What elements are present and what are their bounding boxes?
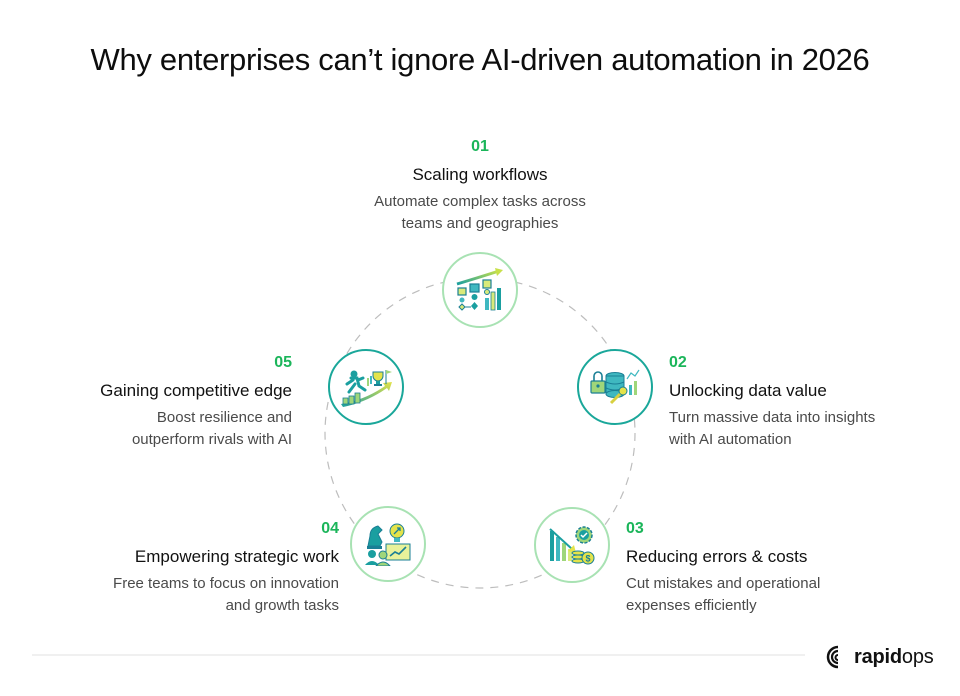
item-desc-line: with AI automation (669, 431, 792, 448)
item-desc-line: Automate complex tasks across (374, 193, 586, 210)
rapidops-swirl-icon (826, 645, 839, 669)
item-desc-line: outperform rivals with AI (131, 431, 292, 448)
node-03-costs: $ (534, 507, 610, 583)
competitive-runner-icon (341, 370, 392, 407)
logo-text-bold: rapid (854, 645, 902, 668)
item-desc-line: Boost resilience and (156, 409, 292, 426)
item-03-text: 03 Reducing errors & costs Cut mistakes … (626, 519, 886, 617)
item-01-text: 01 Scaling workflows Automate complex ta… (330, 137, 630, 235)
item-05-text: 05 Gaining competitive edge Boost resili… (40, 353, 292, 451)
item-desc-line: teams and geographies (401, 215, 559, 232)
item-heading: Empowering strategic work (134, 547, 339, 566)
item-heading: Unlocking data value (669, 381, 827, 400)
rapidops-logo: rapidops (826, 645, 934, 669)
cost-reduction-icon: $ (549, 526, 595, 565)
page-title: Why enterprises can’t ignore AI-driven a… (90, 42, 870, 77)
item-04-text: 04 Empowering strategic work Free teams … (40, 519, 339, 617)
item-desc-line: Cut mistakes and operational (626, 575, 821, 592)
workflow-growth-icon (456, 268, 503, 311)
item-number: 02 (669, 354, 687, 371)
item-number: 03 (626, 520, 644, 537)
item-number: 01 (471, 138, 489, 155)
logo-text-light: ops (901, 645, 934, 668)
item-desc-line: Free teams to focus on innovation (113, 575, 339, 592)
node-02-data (577, 349, 653, 425)
strategy-team-icon (365, 523, 411, 566)
item-heading: Gaining competitive edge (100, 381, 292, 400)
database-key-icon (590, 369, 640, 405)
node-01-workflow (442, 252, 518, 328)
item-desc-line: and growth tasks (225, 597, 339, 614)
item-desc-line: expenses efficiently (626, 597, 757, 614)
footer-divider (32, 654, 805, 656)
item-heading: Scaling workflows (412, 165, 548, 184)
item-number: 05 (274, 354, 292, 371)
svg-text:$: $ (585, 554, 590, 564)
item-desc-line: Turn massive data into insights (669, 409, 876, 426)
item-heading: Reducing errors & costs (626, 547, 808, 566)
node-04-strategy (350, 506, 426, 582)
node-05-competitive (328, 349, 404, 425)
item-02-text: 02 Unlocking data value Turn massive dat… (669, 353, 929, 451)
item-number: 04 (321, 520, 339, 537)
